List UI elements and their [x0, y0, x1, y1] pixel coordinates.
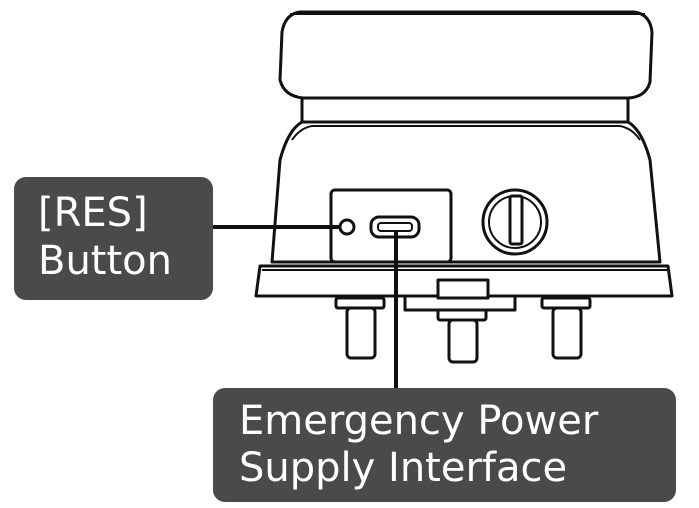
res-label-line1: [RES] — [38, 190, 148, 236]
base-plate-center — [436, 278, 490, 300]
res-button-label: [RES] Button — [14, 177, 213, 300]
emergency-power-label: Emergency Power Supply Interface — [213, 388, 676, 502]
pin-left — [345, 306, 377, 360]
key-lock-slot — [508, 194, 524, 246]
device-neck — [300, 96, 630, 124]
eps-label-line1: Emergency Power — [239, 398, 599, 444]
pin-right — [551, 306, 583, 360]
pin-middle — [447, 318, 479, 364]
usb-port-inner — [377, 222, 413, 232]
res-label-line2: Button — [38, 238, 172, 284]
res-button — [338, 218, 356, 236]
eps-label-line2: Supply Interface — [239, 445, 568, 491]
device-top-cap — [278, 10, 654, 100]
body-shading-line — [291, 125, 641, 141]
